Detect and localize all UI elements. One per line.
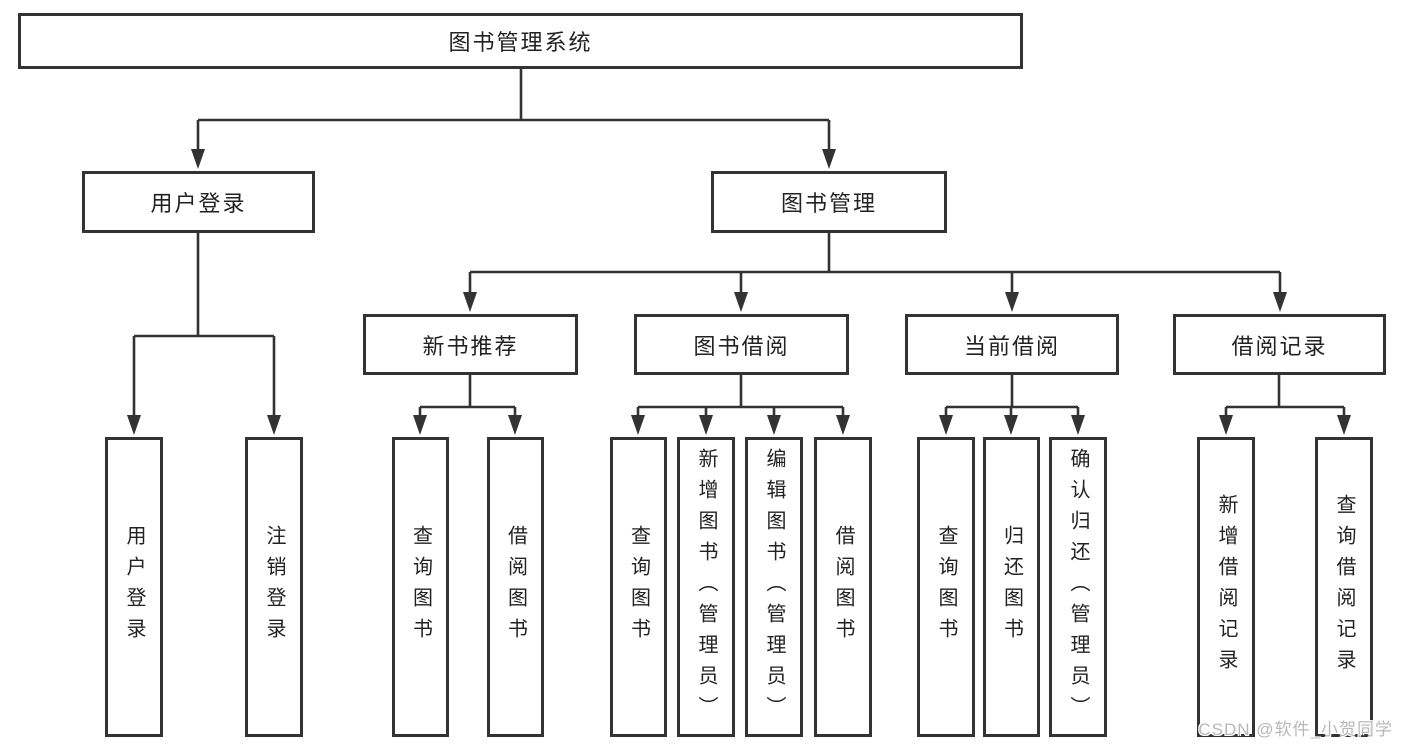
leaf-borrow-query: 查询图书 <box>610 437 667 737</box>
arrowhead <box>463 292 477 312</box>
arrowhead <box>836 415 850 435</box>
leaf-logout-label: 注销登录 <box>263 525 285 649</box>
arrowhead <box>191 149 205 169</box>
node-book-management: 图书管理 <box>711 171 947 233</box>
node-user-login-label: 用户登录 <box>150 191 247 216</box>
arrowhead <box>939 415 953 435</box>
arrowhead <box>1005 292 1019 312</box>
node-current-borrow-label: 当前借阅 <box>963 333 1060 359</box>
arrowhead <box>267 415 281 435</box>
arrowhead <box>508 415 522 435</box>
leaf-newbook-borrow-label: 借阅图书 <box>504 525 527 649</box>
node-book-management-label: 图书管理 <box>780 191 877 216</box>
arrowhead <box>1219 415 1233 435</box>
leaf-return-book: 归还图书 <box>983 437 1040 737</box>
arrowhead <box>631 415 645 435</box>
leaf-current-query: 查询图书 <box>917 437 975 737</box>
arrowhead <box>413 415 427 435</box>
leaf-edit-book-admin-label: 编辑图书（管理员） <box>763 447 785 727</box>
arrowhead <box>734 292 748 312</box>
arrowhead <box>127 415 141 435</box>
arrowhead <box>822 149 836 169</box>
leaf-confirm-return-admin: 确认归还（管理员） <box>1049 437 1107 737</box>
leaf-add-book-admin-label: 新增图书（管理员） <box>695 447 717 727</box>
leaf-borrow-book-label: 借阅图书 <box>832 525 854 649</box>
leaf-return-book-label: 归还图书 <box>1000 525 1023 649</box>
node-book-borrow: 图书借阅 <box>634 314 849 375</box>
arrowhead <box>1273 292 1287 312</box>
node-book-borrow-label: 图书借阅 <box>693 333 790 359</box>
arrowhead <box>767 415 781 435</box>
leaf-user-login: 用户登录 <box>105 437 163 737</box>
leaf-query-borrow-record-label: 查询借阅记录 <box>1333 494 1355 680</box>
arrowhead <box>1004 415 1018 435</box>
node-borrow-records: 借阅记录 <box>1173 314 1386 375</box>
node-root: 图书管理系统 <box>18 13 1023 69</box>
arrowhead <box>699 415 713 435</box>
leaf-borrow-book: 借阅图书 <box>814 437 872 737</box>
leaf-add-borrow-record-label: 新增借阅记录 <box>1215 494 1237 680</box>
leaf-edit-book-admin: 编辑图书（管理员） <box>745 437 803 737</box>
leaf-newbook-query-label: 查询图书 <box>409 525 432 649</box>
leaf-borrow-query-label: 查询图书 <box>627 525 650 649</box>
node-new-book-recommend-label: 新书推荐 <box>422 333 519 359</box>
leaf-add-borrow-record: 新增借阅记录 <box>1197 437 1255 737</box>
leaf-user-login-label: 用户登录 <box>123 525 145 649</box>
leaf-query-borrow-record: 查询借阅记录 <box>1315 437 1373 737</box>
leaf-newbook-query: 查询图书 <box>392 437 449 737</box>
leaf-newbook-borrow: 借阅图书 <box>487 437 544 737</box>
leaf-current-query-label: 查询图书 <box>935 525 957 649</box>
node-new-book-recommend: 新书推荐 <box>363 314 578 375</box>
node-root-label: 图书管理系统 <box>448 30 593 55</box>
watermark-text: CSDN @软件_小贺同学 <box>1198 720 1393 739</box>
node-borrow-records-label: 借阅记录 <box>1231 333 1328 359</box>
leaf-logout: 注销登录 <box>245 437 303 737</box>
node-user-login: 用户登录 <box>82 171 315 233</box>
arrowhead <box>1071 415 1085 435</box>
arrowhead <box>1337 415 1351 435</box>
node-current-borrow: 当前借阅 <box>905 314 1119 375</box>
leaf-add-book-admin: 新增图书（管理员） <box>677 437 735 737</box>
leaf-confirm-return-admin-label: 确认归还（管理员） <box>1067 447 1089 727</box>
